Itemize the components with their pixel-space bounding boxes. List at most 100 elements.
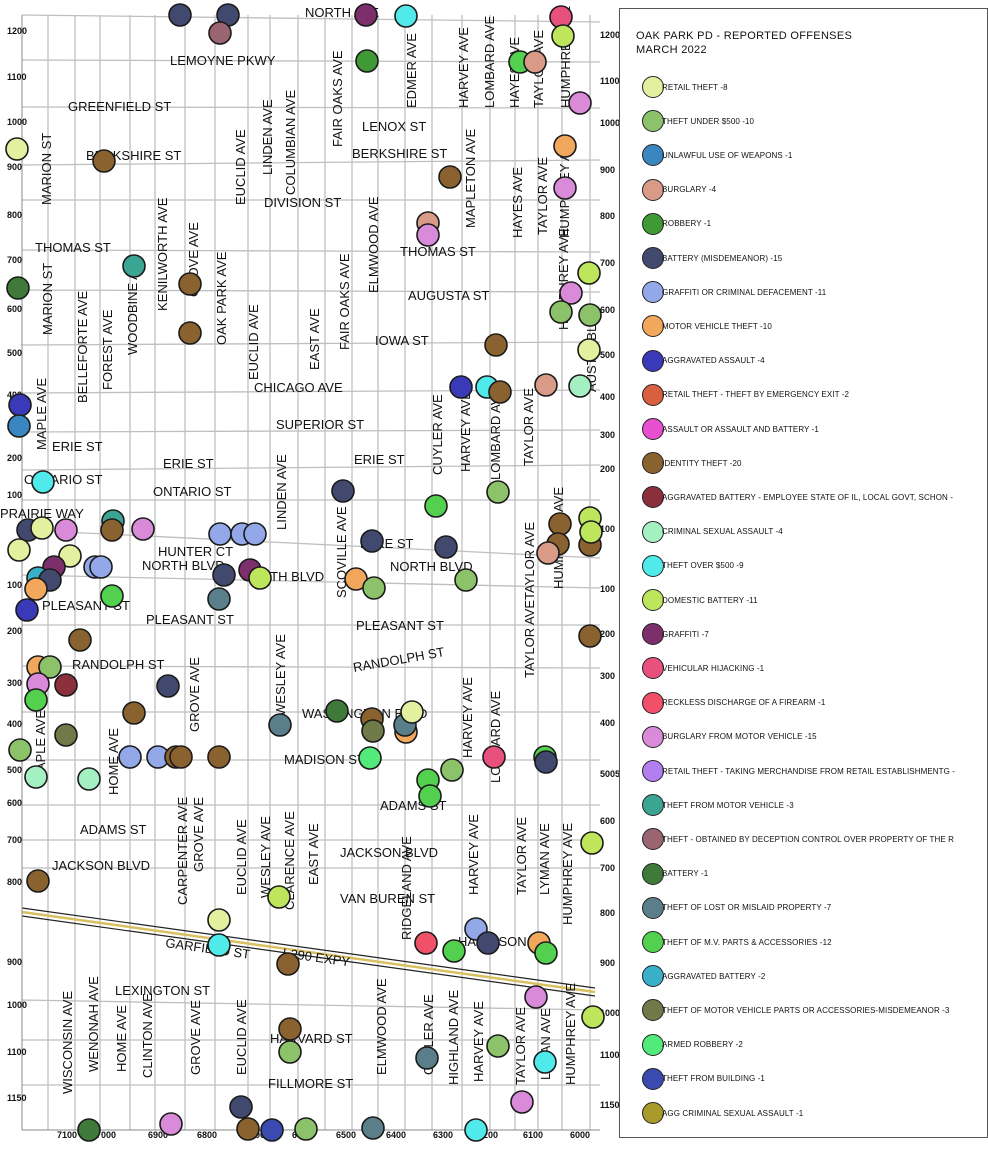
incident-marker[interactable] (294, 1117, 318, 1141)
incident-marker[interactable] (536, 541, 560, 565)
incident-marker[interactable] (523, 50, 547, 74)
incident-marker[interactable] (58, 544, 82, 568)
incident-marker[interactable] (38, 655, 62, 679)
incident-marker[interactable] (580, 831, 604, 855)
incident-marker[interactable] (440, 758, 464, 782)
incident-marker[interactable] (449, 375, 473, 399)
incident-marker[interactable] (100, 584, 124, 608)
incident-marker[interactable] (268, 713, 292, 737)
incident-marker[interactable] (7, 538, 31, 562)
incident-marker[interactable] (533, 1050, 557, 1074)
incident-marker[interactable] (577, 261, 601, 285)
incident-marker[interactable] (208, 522, 232, 546)
incident-marker[interactable] (207, 908, 231, 932)
incident-marker[interactable] (212, 563, 236, 587)
incident-marker[interactable] (551, 24, 575, 48)
incident-marker[interactable] (6, 276, 30, 300)
incident-marker[interactable] (24, 688, 48, 712)
incident-marker[interactable] (578, 624, 602, 648)
incident-marker[interactable] (168, 3, 192, 27)
incident-marker[interactable] (54, 518, 78, 542)
incident-marker[interactable] (577, 338, 601, 362)
incident-marker[interactable] (236, 1117, 260, 1141)
incident-marker[interactable] (207, 933, 231, 957)
incident-marker[interactable] (118, 745, 142, 769)
incident-marker[interactable] (361, 1116, 385, 1140)
incident-marker[interactable] (278, 1017, 302, 1041)
incident-marker[interactable] (169, 745, 193, 769)
incident-marker[interactable] (414, 931, 438, 955)
incident-marker[interactable] (24, 577, 48, 601)
incident-marker[interactable] (159, 1112, 183, 1136)
incident-marker[interactable] (488, 380, 512, 404)
incident-marker[interactable] (548, 512, 572, 536)
incident-marker[interactable] (534, 750, 558, 774)
incident-marker[interactable] (568, 91, 592, 115)
incident-marker[interactable] (77, 767, 101, 791)
incident-marker[interactable] (68, 628, 92, 652)
incident-marker[interactable] (400, 700, 424, 724)
incident-marker[interactable] (355, 49, 379, 73)
incident-marker[interactable] (434, 535, 458, 559)
incident-marker[interactable] (15, 598, 39, 622)
incident-marker[interactable] (486, 1034, 510, 1058)
incident-marker[interactable] (438, 165, 462, 189)
incident-marker[interactable] (207, 587, 231, 611)
incident-marker[interactable] (77, 1118, 101, 1142)
incident-marker[interactable] (568, 374, 592, 398)
incident-marker[interactable] (131, 517, 155, 541)
incident-marker[interactable] (208, 21, 232, 45)
incident-marker[interactable] (362, 576, 386, 600)
incident-marker[interactable] (248, 566, 272, 590)
incident-marker[interactable] (534, 373, 558, 397)
incident-marker[interactable] (454, 568, 478, 592)
incident-marker[interactable] (361, 719, 385, 743)
incident-marker[interactable] (553, 176, 577, 200)
incident-marker[interactable] (418, 784, 442, 808)
incident-marker[interactable] (394, 4, 418, 28)
incident-marker[interactable] (486, 480, 510, 504)
incident-marker[interactable] (122, 701, 146, 725)
incident-marker[interactable] (5, 137, 29, 161)
incident-marker[interactable] (100, 518, 124, 542)
incident-marker[interactable] (178, 272, 202, 296)
incident-marker[interactable] (54, 673, 78, 697)
incident-marker[interactable] (122, 254, 146, 278)
incident-marker[interactable] (92, 149, 116, 173)
incident-marker[interactable] (415, 1046, 439, 1070)
incident-marker[interactable] (358, 746, 382, 770)
incident-marker[interactable] (476, 931, 500, 955)
incident-marker[interactable] (156, 674, 180, 698)
incident-marker[interactable] (8, 738, 32, 762)
incident-marker[interactable] (581, 1005, 605, 1029)
incident-marker[interactable] (26, 869, 50, 893)
incident-marker[interactable] (89, 555, 113, 579)
incident-marker[interactable] (31, 470, 55, 494)
incident-marker[interactable] (354, 3, 378, 27)
incident-marker[interactable] (243, 522, 267, 546)
incident-markers[interactable] (5, 3, 605, 1142)
incident-marker[interactable] (534, 941, 558, 965)
incident-marker[interactable] (276, 952, 300, 976)
incident-marker[interactable] (482, 745, 506, 769)
incident-marker[interactable] (553, 134, 577, 158)
incident-marker[interactable] (30, 516, 54, 540)
incident-marker[interactable] (24, 765, 48, 789)
incident-marker[interactable] (559, 281, 583, 305)
incident-marker[interactable] (464, 1118, 488, 1142)
incident-marker[interactable] (229, 1095, 253, 1119)
incident-marker[interactable] (442, 939, 466, 963)
incident-marker[interactable] (325, 699, 349, 723)
incident-marker[interactable] (510, 1090, 534, 1114)
incident-marker[interactable] (278, 1040, 302, 1064)
incident-marker[interactable] (424, 494, 448, 518)
incident-marker[interactable] (484, 333, 508, 357)
incident-marker[interactable] (578, 303, 602, 327)
incident-marker[interactable] (260, 1118, 284, 1142)
incident-marker[interactable] (524, 985, 548, 1009)
incident-marker[interactable] (7, 414, 31, 438)
incident-marker[interactable] (360, 529, 384, 553)
incident-marker[interactable] (267, 885, 291, 909)
incident-marker[interactable] (579, 520, 603, 544)
